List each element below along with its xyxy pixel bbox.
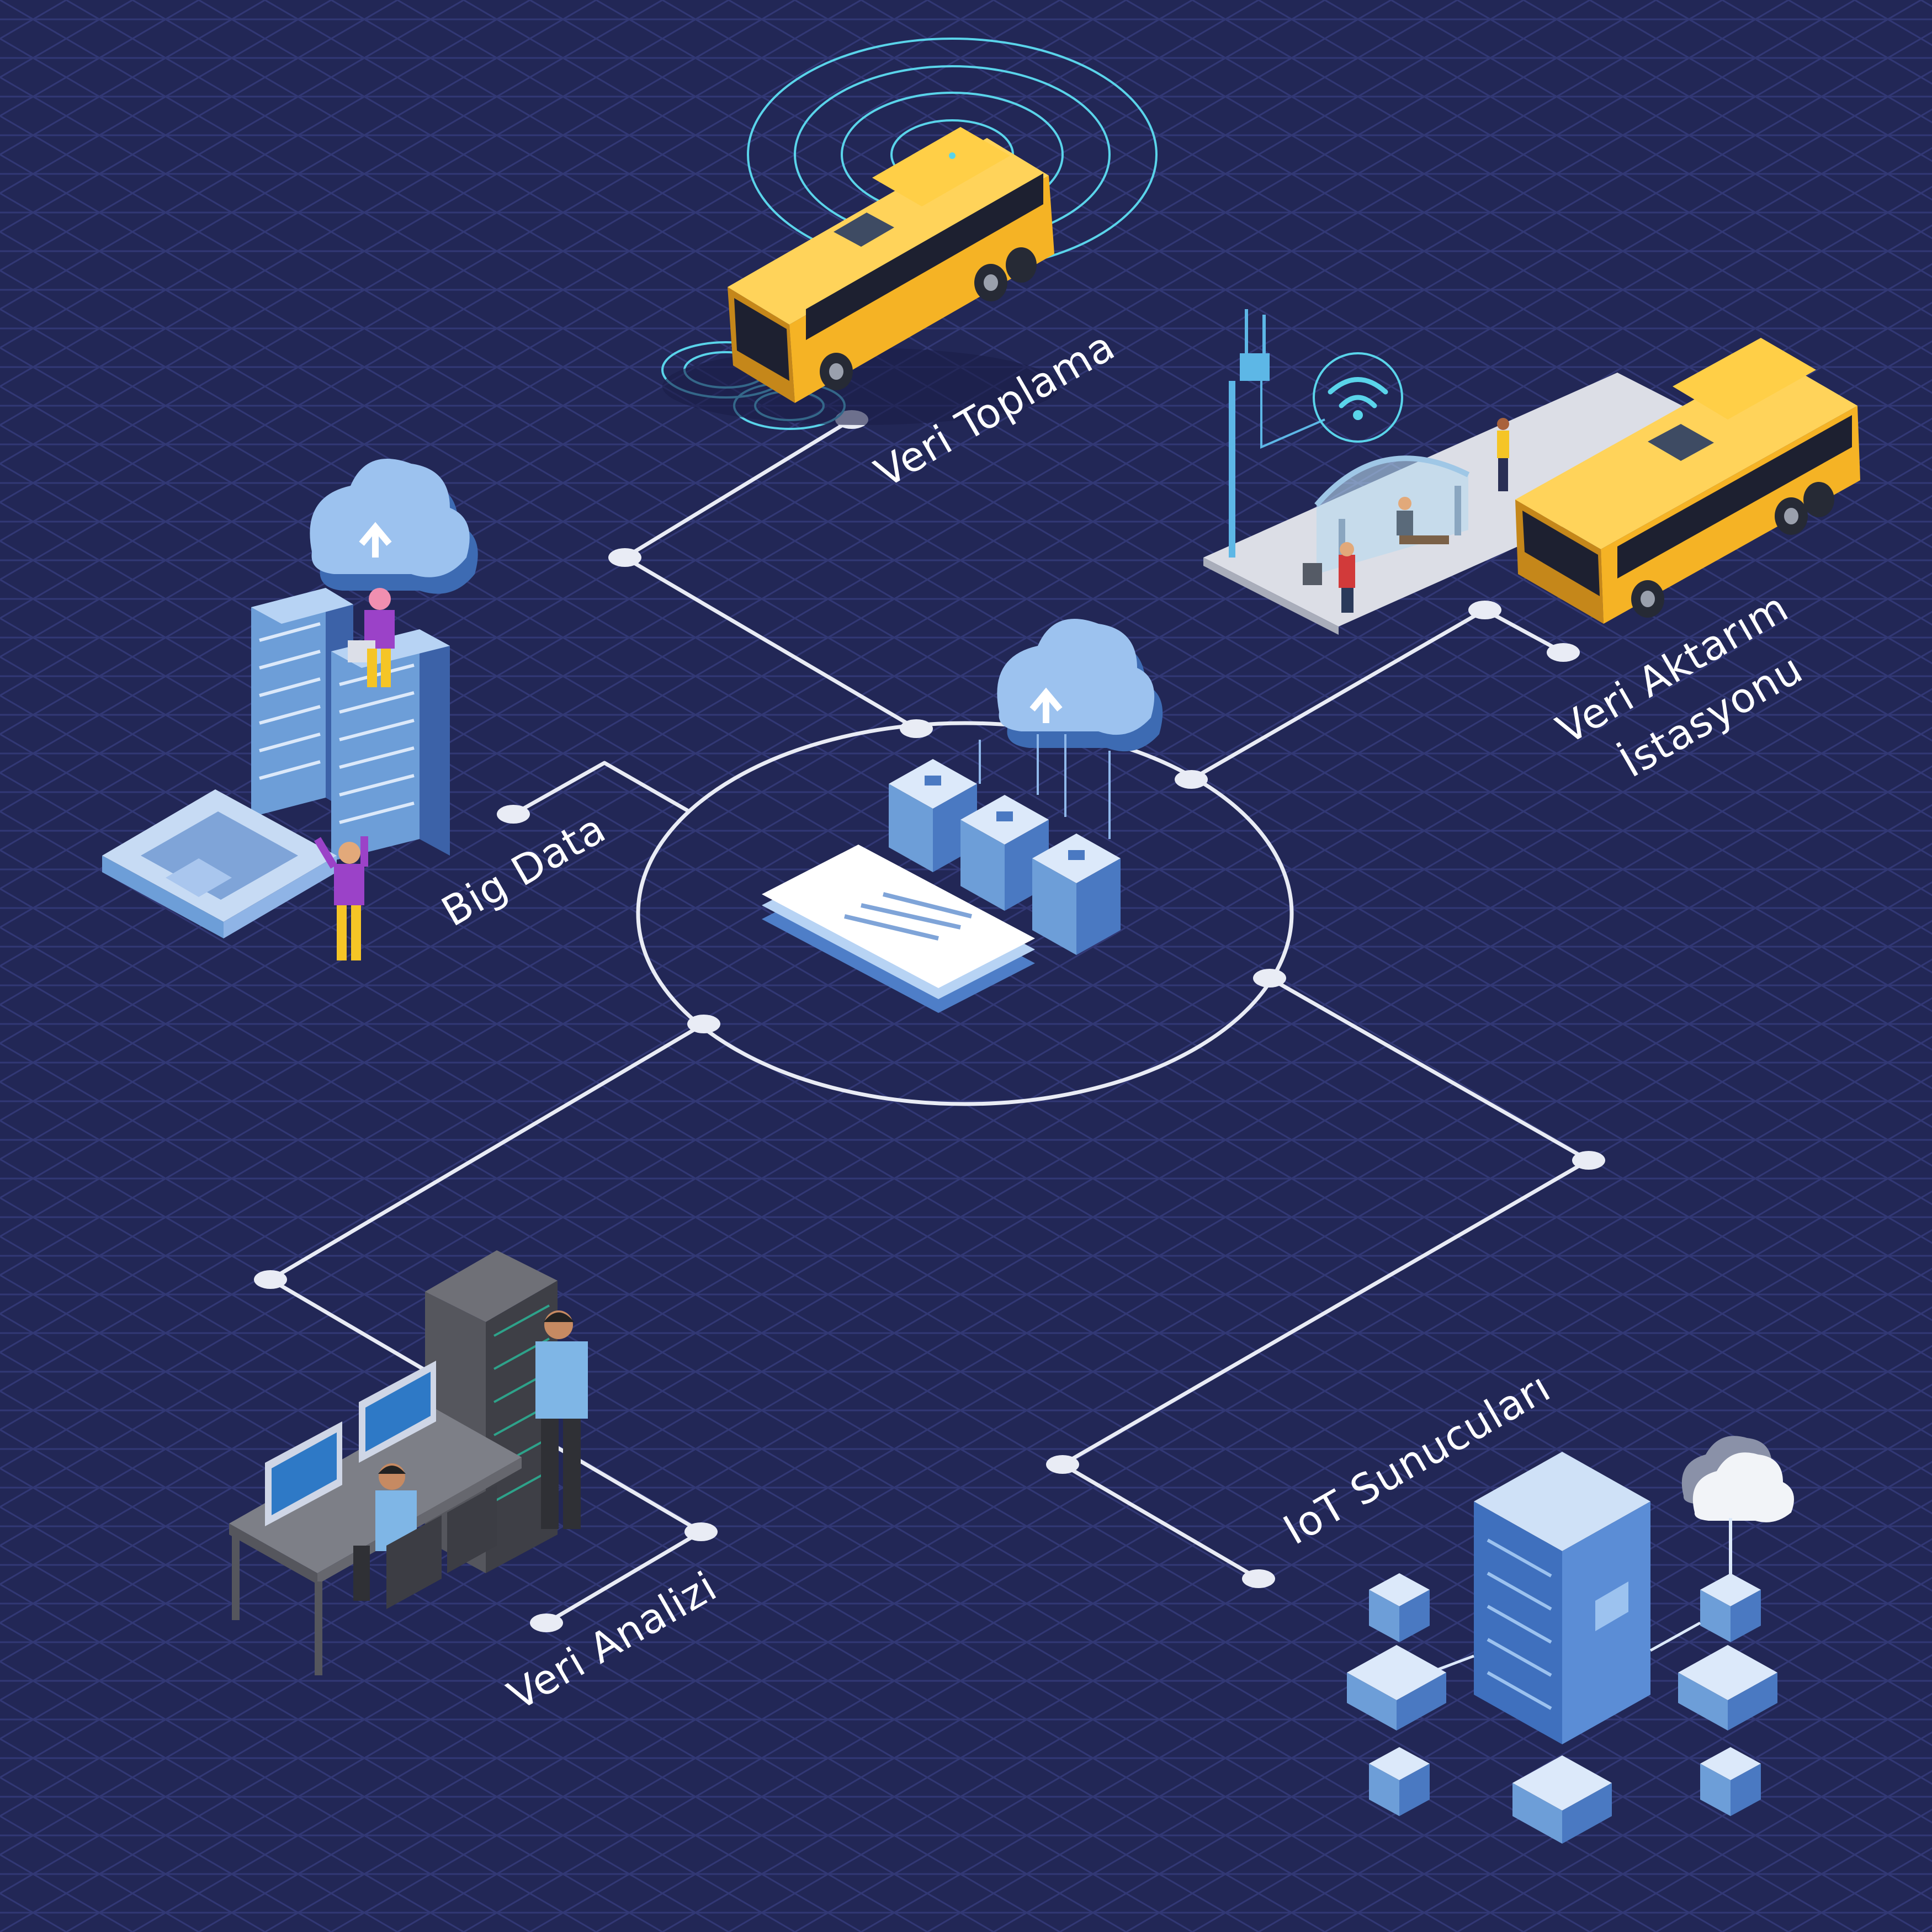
node [1242, 1569, 1275, 1588]
bus-icon [1515, 338, 1860, 624]
connector-big-data [511, 761, 689, 816]
node [1046, 1455, 1079, 1474]
chair-icon [386, 1515, 442, 1609]
server-rack-icon [1474, 1452, 1650, 1744]
server-cube-icon [889, 759, 1121, 955]
wifi-icon [1313, 352, 1403, 443]
node [254, 1270, 287, 1289]
bus-icon [661, 38, 1158, 430]
smartphone-icon [762, 845, 1035, 1013]
bus-stop-icon [1203, 309, 1753, 635]
central-ring [636, 721, 1294, 1106]
node [684, 1522, 718, 1541]
central-hub-illustration [762, 619, 1163, 1013]
people-icon [314, 588, 395, 960]
server-cube-icon [1347, 1573, 1777, 1844]
trash-bin-icon [1303, 563, 1322, 585]
node [1175, 770, 1208, 789]
node [497, 805, 530, 824]
node [687, 1015, 720, 1033]
node [1253, 969, 1286, 988]
cloud-upload-icon [997, 619, 1163, 752]
node [1547, 643, 1580, 662]
node [1572, 1151, 1605, 1170]
people-icon [1303, 418, 1509, 613]
iot-servers-illustration [1347, 1436, 1794, 1844]
chair-icon [447, 1485, 497, 1573]
cloud-upload-icon [310, 459, 478, 594]
big-data-illustration [102, 459, 478, 960]
node [530, 1613, 563, 1632]
node [900, 719, 933, 738]
shelter-icon [1314, 455, 1470, 580]
connector-iot-servers [1060, 976, 1591, 1581]
people-icon [353, 1310, 588, 1609]
router-icon [1240, 353, 1270, 381]
node [608, 548, 641, 567]
antenna-pole-icon [1229, 381, 1235, 558]
cloud-upload-icon [1681, 1436, 1794, 1522]
data-analysis-illustration [229, 1250, 588, 1675]
node [1468, 601, 1501, 619]
laptop-icon [102, 789, 337, 938]
